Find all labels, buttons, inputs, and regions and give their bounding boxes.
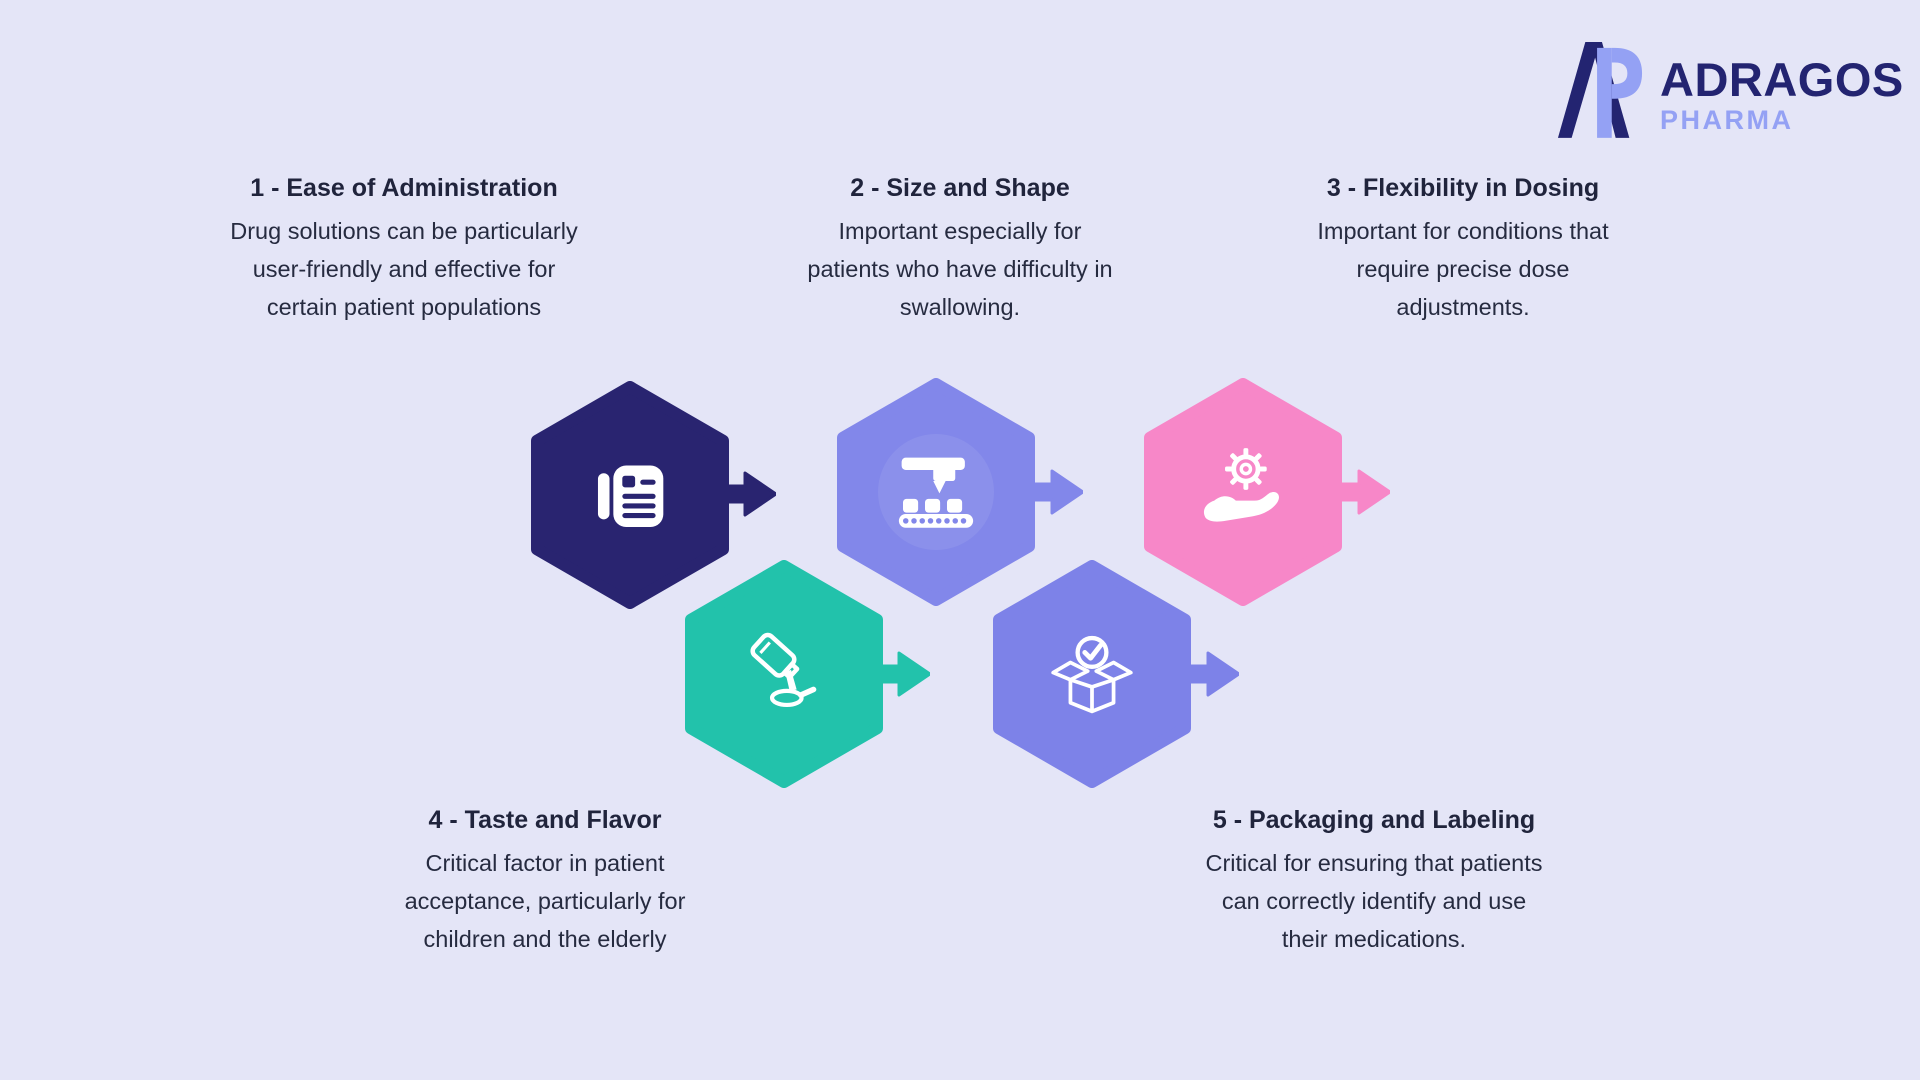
step-2-title: 2 - Size and Shape — [850, 174, 1070, 202]
step-2-arrow-icon — [1031, 464, 1085, 520]
step-1-title: 1 - Ease of Administration — [250, 174, 558, 202]
step-3-text: 3 - Flexibility in Dosing Important for … — [1253, 174, 1673, 326]
step-3-hexagon — [1144, 378, 1342, 606]
step-5-arrow-icon — [1187, 646, 1241, 702]
syrup-pouring-icon — [750, 632, 817, 708]
report-document-icon — [597, 465, 664, 528]
step-5-text: 5 - Packaging and Labeling Critical for … — [1144, 806, 1604, 958]
adragos-pharma-logo: ADRAGOS PHARMA — [1556, 34, 1904, 140]
hand-gear-icon — [1203, 448, 1279, 522]
step-3-arrow-icon — [1338, 464, 1392, 520]
step-2-text: 2 - Size and Shape Important especially … — [750, 174, 1170, 326]
step-3-description: Important for conditions that require pr… — [1317, 218, 1609, 320]
step-1-hexagon — [531, 381, 729, 609]
step-4-text: 4 - Taste and Flavor Critical factor in … — [325, 806, 765, 958]
logo-brand-text: ADRAGOS — [1660, 53, 1904, 106]
step-4-hexagon — [685, 560, 883, 788]
step-5-description: Critical for ensuring that patients can … — [1205, 850, 1543, 952]
logo-ap-monogram-icon — [1557, 42, 1643, 138]
step-3-title: 3 - Flexibility in Dosing — [1326, 174, 1600, 202]
logo-subbrand-text: PHARMA — [1660, 105, 1794, 135]
step-1-arrow-icon — [724, 466, 778, 522]
step-5-title: 5 - Packaging and Labeling — [1212, 806, 1536, 834]
step-4-arrow-icon — [878, 646, 932, 702]
step-1-text: 1 - Ease of Administration Drug solution… — [194, 174, 614, 326]
step-1-description: Drug solutions can be particularly user-… — [230, 218, 578, 320]
step-2-hexagon — [837, 378, 1035, 606]
step-4-description: Critical factor in patient acceptance, p… — [404, 850, 686, 952]
step-5-hexagon — [993, 560, 1191, 788]
step-2-description: Important especially for patients who ha… — [807, 218, 1113, 320]
logo-wordmark: ADRAGOS PHARMA — [1660, 34, 1904, 134]
package-check-icon — [1051, 635, 1133, 714]
step-4-title: 4 - Taste and Flavor — [428, 806, 662, 834]
manufacturing-conveyor-icon — [898, 457, 974, 528]
